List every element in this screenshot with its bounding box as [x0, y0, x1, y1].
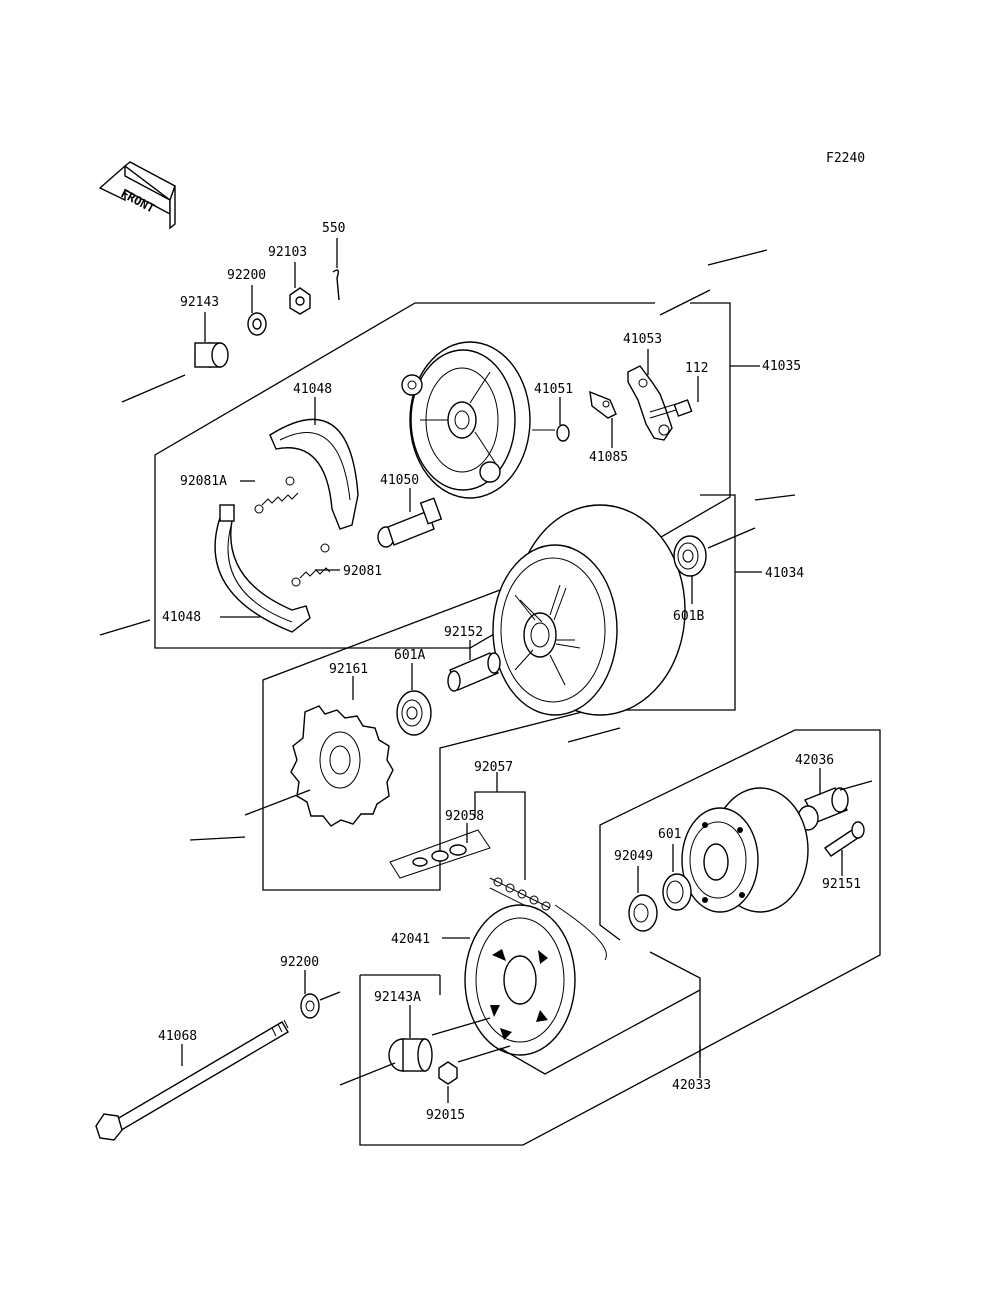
- brake-panel-group-frame: [99, 249, 768, 649]
- label-41053: 41053: [623, 332, 662, 347]
- label-601b: 601B: [673, 609, 704, 624]
- hub-group-frame: [359, 729, 881, 1146]
- bearing-601b: [673, 535, 707, 577]
- label-92103: 92103: [268, 245, 307, 260]
- bearing-601: [662, 873, 692, 911]
- label-92057: 92057: [474, 760, 513, 775]
- spring-92081a: [254, 476, 299, 514]
- figure-code: F2240: [826, 151, 865, 166]
- label-112: 112: [685, 361, 708, 376]
- washer-92200-axle: [300, 993, 320, 1019]
- label-92015: 92015: [426, 1108, 465, 1123]
- label-41085: 41085: [589, 450, 628, 465]
- front-arrow-icon: FRONT: [98, 161, 176, 230]
- label-41068: 41068: [158, 1029, 197, 1044]
- spacer-92152: [447, 652, 501, 692]
- label-41050: 41050: [380, 473, 419, 488]
- label-41051: 41051: [534, 382, 573, 397]
- collar-42036: [797, 787, 849, 831]
- wear-indicator-41085: [589, 390, 617, 419]
- axle-41068: [95, 1019, 289, 1141]
- label-92200-bottom: 92200: [280, 955, 319, 970]
- label-92200-top: 92200: [227, 268, 266, 283]
- label-92151: 92151: [822, 877, 861, 892]
- seal-92049: [628, 894, 658, 932]
- collar-92143: [194, 342, 229, 368]
- hub-42033: [681, 787, 809, 913]
- label-92081: 92081: [343, 564, 382, 579]
- label-41035: 41035: [762, 359, 801, 374]
- label-92152: 92152: [444, 625, 483, 640]
- label-92143: 92143: [180, 295, 219, 310]
- collar-92143a: [388, 1038, 433, 1072]
- label-92081a: 92081A: [180, 474, 227, 489]
- brake-cam-41050: [377, 497, 443, 548]
- brake-shoe-lower-41048: [214, 504, 311, 633]
- label-601a: 601A: [394, 648, 425, 663]
- bolt-112: [649, 399, 693, 419]
- cotter-pin-550: [332, 269, 340, 301]
- label-41034: 41034: [765, 566, 804, 581]
- label-42041: 42041: [391, 932, 430, 947]
- bolt-92151: [823, 821, 865, 857]
- label-92161: 92161: [329, 662, 368, 677]
- wheel-41034: [492, 504, 686, 716]
- wheel-group-frame: [189, 494, 796, 891]
- chain-bracket: [474, 772, 526, 880]
- castle-nut-92103: [289, 287, 311, 315]
- label-92058: 92058: [445, 809, 484, 824]
- joint-link-92058: [389, 829, 491, 879]
- bearing-601a: [396, 690, 432, 736]
- seal-41051: [556, 424, 570, 442]
- spring-92081: [291, 543, 331, 587]
- damper-92161: [290, 705, 394, 827]
- label-92143a: 92143A: [374, 990, 421, 1005]
- label-601: 601: [658, 827, 681, 842]
- label-41048-lower: 41048: [162, 610, 201, 625]
- brake-panel-41035: [401, 341, 555, 499]
- label-92049: 92049: [614, 849, 653, 864]
- label-550: 550: [322, 221, 345, 236]
- sprocket-42041: [464, 904, 576, 1056]
- label-41048-upper: 41048: [293, 382, 332, 397]
- label-42036: 42036: [795, 753, 834, 768]
- cam-lever-41053: [627, 365, 673, 441]
- label-42033: 42033: [672, 1078, 711, 1093]
- brake-shoe-upper-41048: [269, 418, 359, 530]
- chain-92057: [489, 877, 607, 961]
- washer-92200: [247, 312, 267, 336]
- nut-92015: [438, 1061, 458, 1085]
